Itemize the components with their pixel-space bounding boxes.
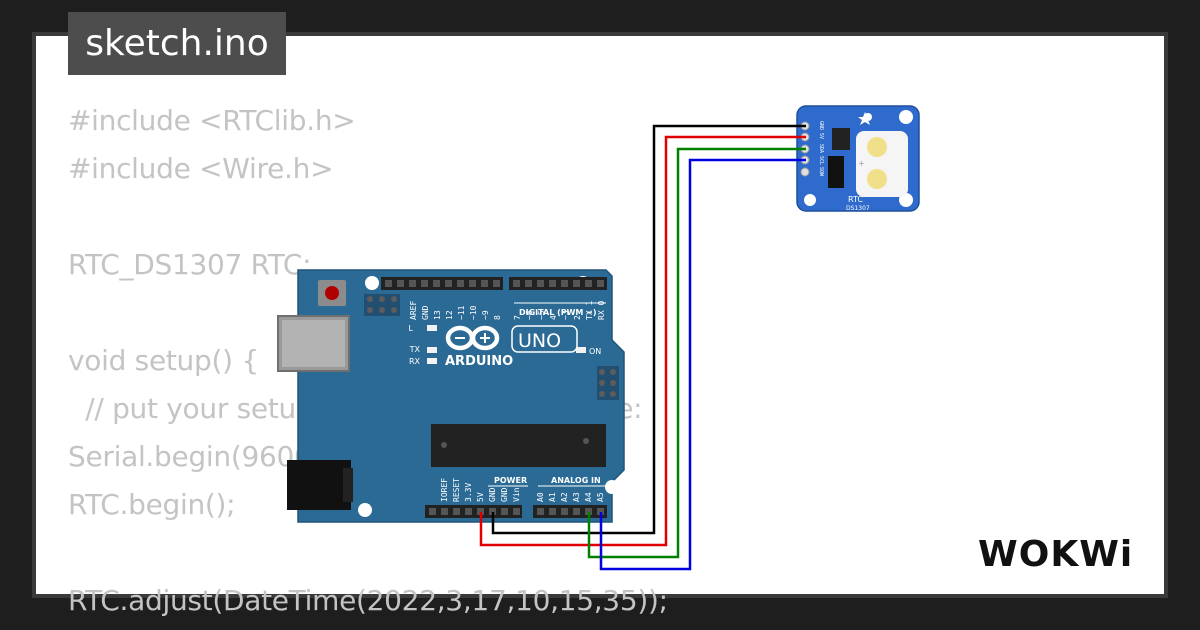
- pin-label-a3: A3: [572, 492, 581, 502]
- pin-label-2: 2: [573, 315, 582, 320]
- arduino-infinity-logo: [445, 325, 500, 351]
- led-label-l: L: [409, 324, 414, 333]
- code-line-1: #include <RTClib.h>: [68, 104, 356, 137]
- wokwi-logo: WOKWi: [978, 534, 1133, 575]
- code-line-6: void setup() {: [68, 344, 259, 377]
- pin-label-a0: A0: [536, 492, 545, 502]
- pin-label-8: 8: [493, 315, 502, 320]
- pin-label-vin: Vin: [512, 487, 521, 502]
- wire-gnd: [491, 124, 806, 535]
- led-tx: [427, 347, 437, 353]
- code-line-4: RTC_DS1307 RTC;: [68, 248, 312, 281]
- led-label-tx: TX: [409, 345, 421, 354]
- pin-label-4: 4: [549, 315, 558, 320]
- arduino-uno-board[interactable]: AREF GND 13 12 ~11 ~10 ~9 8 7 ~6 ~5 4 ~3…: [277, 269, 625, 523]
- rtc-chip-label: DS1307: [846, 205, 870, 212]
- pin-label-a5: A5: [596, 492, 605, 502]
- pin-label-tx1: TX 1: [585, 301, 594, 320]
- code-line-9: RTC.begin();: [68, 488, 236, 521]
- rtc-crystal: [828, 156, 844, 188]
- pin-label-ioref: IOREF: [440, 478, 449, 502]
- pin-label-gnd1: GND: [488, 487, 497, 502]
- pin-label-gnd: GND: [421, 305, 430, 320]
- pin-label-11: ~11: [457, 305, 466, 320]
- rtc-pin-label-5v: 5V: [818, 133, 824, 139]
- pin-label-a1: A1: [548, 492, 557, 502]
- pin-label-3: ~3: [561, 310, 570, 320]
- on-label: ON: [589, 347, 601, 356]
- analog-header-label: ANALOG IN: [551, 476, 601, 485]
- power-header: [425, 505, 522, 518]
- arduino-brand-label: ARDUINO: [445, 354, 513, 369]
- code-line-2: #include <Wire.h>: [68, 152, 334, 185]
- pin-label-3v3: 3.3V: [464, 483, 473, 502]
- atmega-chip: [431, 424, 606, 467]
- svg-text:+: +: [858, 159, 865, 168]
- wires: [479, 124, 806, 571]
- wokwi-logo-text: WOKWi: [978, 534, 1133, 575]
- analog-header: [533, 505, 607, 518]
- digital-header-right: [509, 277, 607, 290]
- rtc-label: RTC: [848, 195, 863, 204]
- power-jack: [287, 460, 351, 510]
- pin-label-6: ~6: [525, 310, 534, 320]
- sketch-filename-badge: sketch.ino: [68, 12, 286, 75]
- pin-label-reset: RESET: [452, 478, 461, 502]
- pin-label-gnd2: GND: [500, 487, 509, 502]
- pin-label-a4: A4: [584, 492, 593, 502]
- pin-label-13: 13: [433, 310, 442, 320]
- rtc-pin-label-sqw: SQW: [818, 167, 824, 177]
- led-label-rx: RX: [409, 357, 421, 366]
- led-rx: [427, 358, 437, 364]
- rtc-pin-label-gnd: GND: [818, 121, 824, 130]
- pin-label-10: ~10: [469, 305, 478, 320]
- wire-scl: [599, 158, 806, 571]
- digital-header-label: DIGITAL (PWM ~): [519, 308, 597, 317]
- wire-sda: [587, 147, 806, 559]
- pin-label-5v: 5V: [476, 492, 485, 502]
- pin-label-aref: AREF: [409, 301, 418, 320]
- pin-label-a2: A2: [560, 492, 569, 502]
- led-l: [427, 325, 437, 331]
- power-header-label: POWER: [494, 476, 527, 485]
- arduino-model-label: UNO: [518, 330, 561, 352]
- rtc-pin-label-sda: SDA: [818, 144, 824, 153]
- rtc-ds1307-module[interactable]: GND 5V SDA SCL SQW + RTC DS1307: [796, 105, 920, 212]
- rtc-chip: [832, 128, 850, 150]
- adafruit-star-icon: [858, 112, 872, 125]
- pin-label-rx0: RX 0: [597, 301, 606, 320]
- code-line-11: RTC.adjust(DateTime(2022,3,17,10,15,35))…: [68, 584, 668, 617]
- pin-label-5: ~5: [537, 310, 546, 320]
- wire-5v: [479, 135, 806, 547]
- led-on: [576, 347, 586, 353]
- rtc-pin-label-scl: SCL: [818, 156, 824, 165]
- pin-label-12: 12: [445, 310, 454, 320]
- pin-label-9: ~9: [481, 310, 490, 320]
- pin-label-7: 7: [513, 315, 522, 320]
